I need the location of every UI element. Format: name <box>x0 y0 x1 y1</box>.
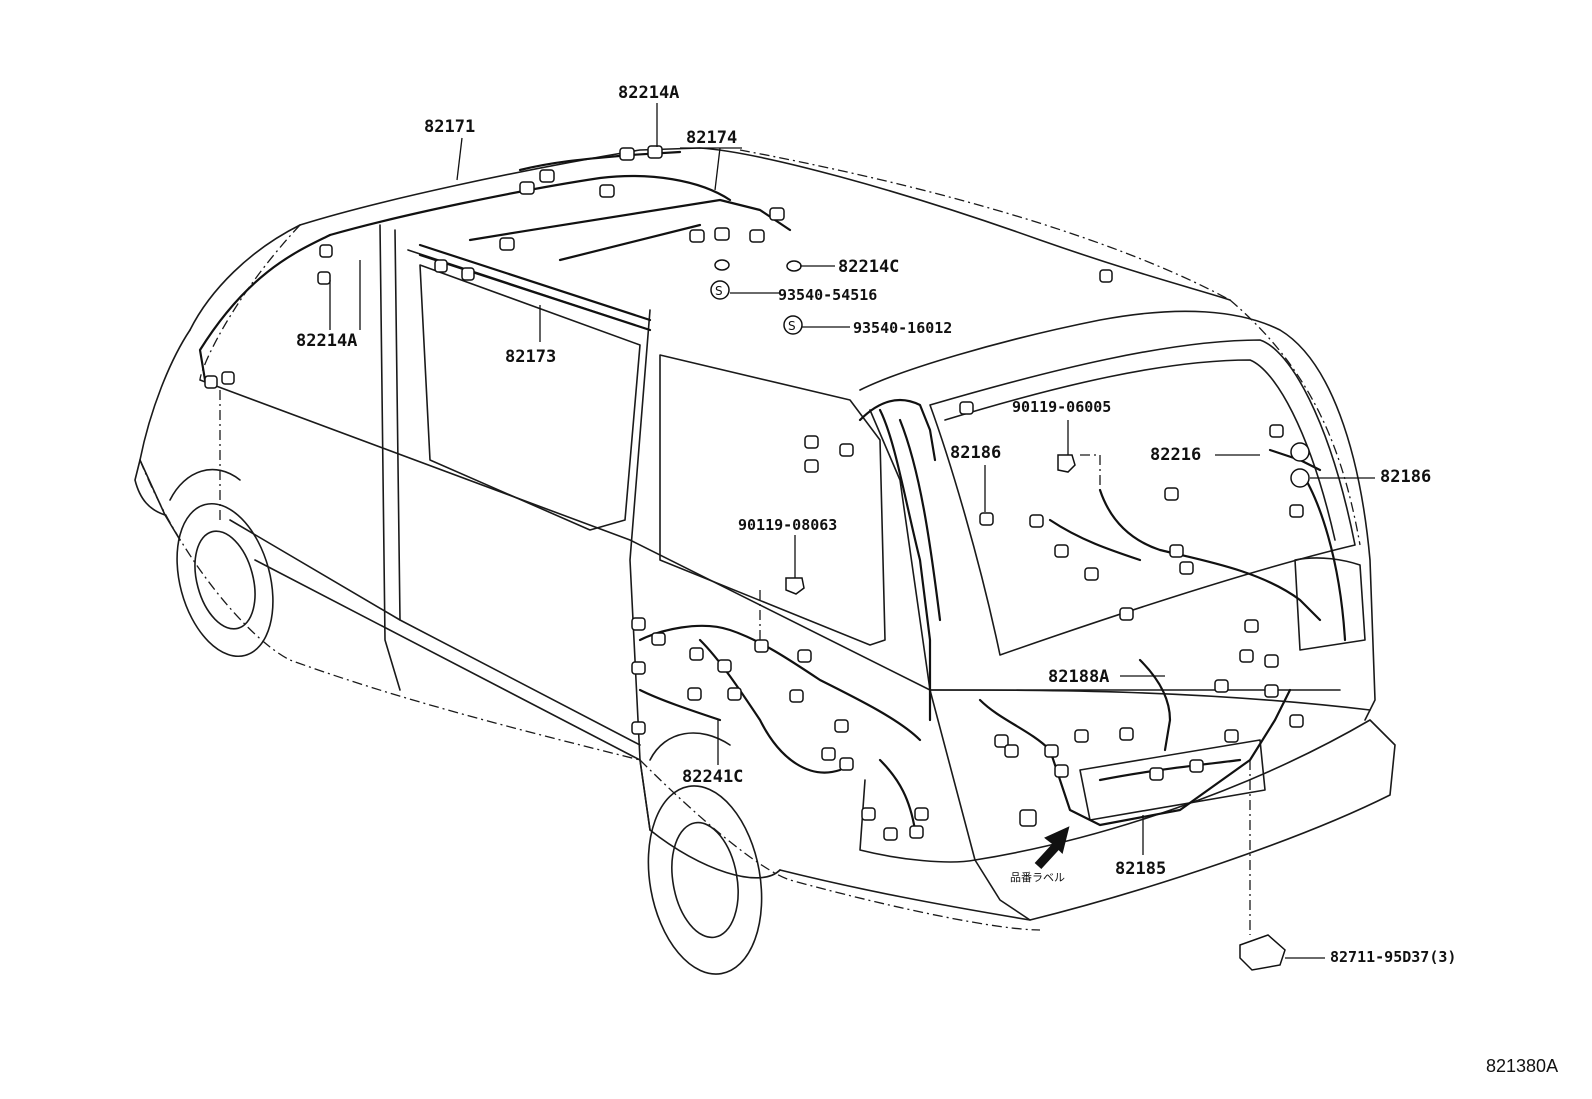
callout-82174: 82174 <box>686 128 737 148</box>
callout-82214a: 82214A <box>296 331 357 351</box>
callout-82185: 82185 <box>1115 859 1166 879</box>
connectors: S S <box>204 145 1310 971</box>
wiring-harnesses <box>198 150 1347 832</box>
callout-82216: 82216 <box>1150 445 1201 465</box>
callout-82214c: 82214C <box>838 257 899 277</box>
callout-82711-95d37-3: 82711-95D37(3) <box>1330 948 1456 966</box>
callout-82188a: 82188A <box>1048 667 1109 687</box>
callout-82241c: 82241C <box>682 767 743 787</box>
part-label-arrow: 品番ラベル <box>1010 826 1070 884</box>
svg-text:S: S <box>715 284 723 298</box>
phantom-reference-lines <box>139 149 1361 935</box>
callout-90119-08063: 90119-08063 <box>738 516 837 534</box>
callout-93540-54516: 93540-54516 <box>778 286 877 304</box>
part-label-text: 品番ラベル <box>1010 871 1065 884</box>
callout-82171: 82171 <box>424 117 475 137</box>
svg-text:S: S <box>788 319 796 333</box>
leader-lines <box>329 103 1375 959</box>
callout-90119-06005: 90119-06005 <box>1012 398 1111 416</box>
callout-93540-16012: 93540-16012 <box>853 319 952 337</box>
callout-82214a: 82214A <box>618 83 679 103</box>
callout-labels: 82214A 82171 82174 82214C 93540-54516 93540-1… <box>296 83 1456 966</box>
figure-id: 821380A <box>1486 1056 1558 1076</box>
callout-82186: 82186 <box>1380 467 1431 487</box>
callout-82186: 82186 <box>950 443 1001 463</box>
callout-82173: 82173 <box>505 347 556 367</box>
